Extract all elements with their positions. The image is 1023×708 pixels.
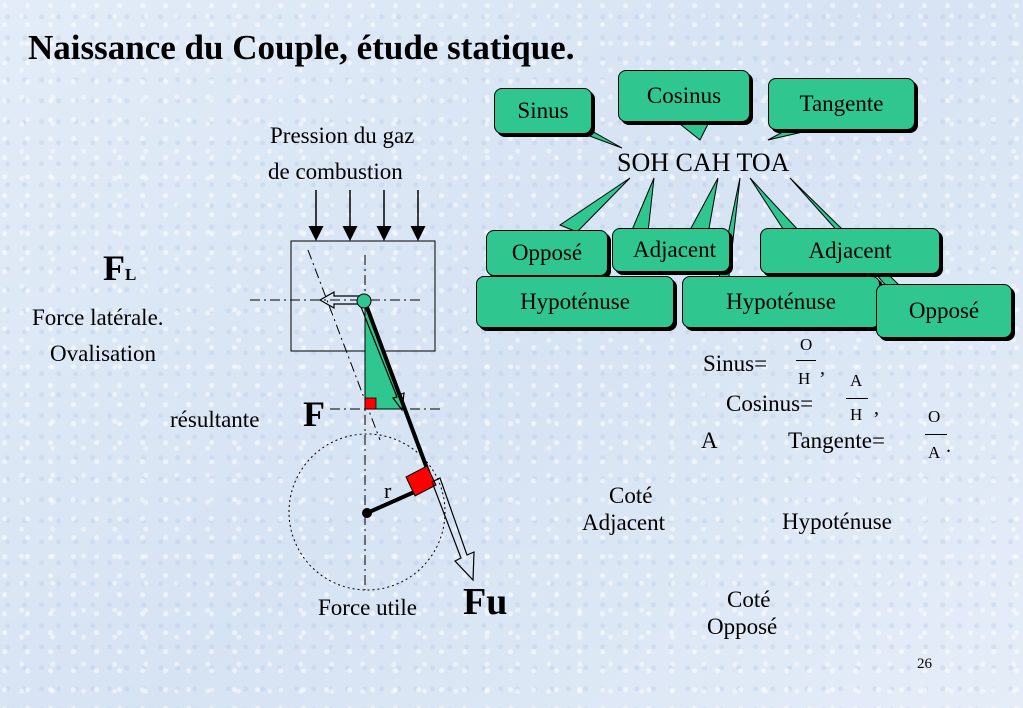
page-number: 26 (917, 656, 932, 672)
cosinus-denominator: H (850, 405, 863, 424)
connecting-rod (363, 301, 434, 483)
sinus-formula-label: Sinus= (703, 351, 768, 376)
lateral-force-symbol: FL (103, 250, 136, 286)
tangente-denominator: A (928, 443, 941, 462)
sinus-comma: , (820, 357, 825, 379)
adjacent-box-2: Adjacent (760, 228, 940, 274)
right-angle-marker (364, 397, 377, 410)
crank-center (362, 508, 372, 518)
tangente-end: . (946, 435, 951, 457)
wrist-pin (356, 293, 372, 309)
pressure-label-line2: de combustion (268, 159, 403, 184)
mnemonic-text: SOH CAH TOA (617, 148, 790, 177)
sinus-numerator: O (800, 335, 813, 354)
sinus-callout: Sinus (494, 88, 592, 134)
lateral-force-label: Force latérale. (32, 305, 164, 330)
useful-force-symbol: Fu (463, 581, 508, 623)
pressure-label-line1: Pression du gaz (270, 123, 415, 148)
sinus-denominator: H (798, 369, 811, 388)
resultant-label: résultante (170, 407, 260, 432)
cosinus-fraction-bar (846, 398, 868, 399)
cosinus-comma: , (874, 397, 879, 419)
hypotenuse-box-1: Hypoténuse (476, 276, 674, 328)
resultant-symbol: F (303, 394, 325, 434)
ovalisation-label: Ovalisation (50, 341, 157, 366)
tangente-formula-label: Tangente= (788, 428, 885, 453)
slide-title: Naissance du Couple, étude statique. (28, 28, 575, 67)
useful-force-arrow (431, 477, 475, 582)
cosinus-formula-label: Cosinus= (726, 391, 814, 416)
hypotenuse-box-2: Hypoténuse (682, 276, 880, 328)
tangente-callout: Tangente (768, 78, 915, 130)
oppose-box-1: Opposé (486, 230, 608, 276)
piston-body (290, 240, 436, 352)
crank-circle (288, 433, 446, 591)
cosinus-callout: Cosinus (618, 70, 750, 122)
lateral-force-subscript: L (125, 265, 137, 284)
tangente-fraction-bar (925, 434, 947, 435)
adjacent-side-line2: Adjacent (582, 510, 666, 535)
useful-force-label: Force utile (318, 595, 417, 620)
adjacent-box-1: Adjacent (612, 228, 730, 272)
sinus-fraction-bar (796, 360, 816, 361)
stray-a-label: A (701, 428, 718, 453)
cosinus-numerator: A (850, 371, 863, 390)
crank-right-angle (405, 465, 437, 497)
cosinus-pointer (673, 119, 711, 141)
lateral-force-letter: F (103, 248, 125, 288)
oppose-box-2: Opposé (876, 284, 1012, 338)
radius-label: r (384, 478, 392, 503)
adjacent-box-1-label: Adjacent (633, 237, 717, 262)
adjacent-side-line1: Coté (609, 483, 653, 508)
tangente-numerator: O (928, 407, 941, 426)
oppose-side-line1: Coté (727, 587, 771, 612)
oppose-side-line2: Opposé (707, 614, 778, 639)
pressure-arrows (308, 190, 426, 241)
hypotenuse-side-label: Hypoténuse (782, 509, 892, 534)
